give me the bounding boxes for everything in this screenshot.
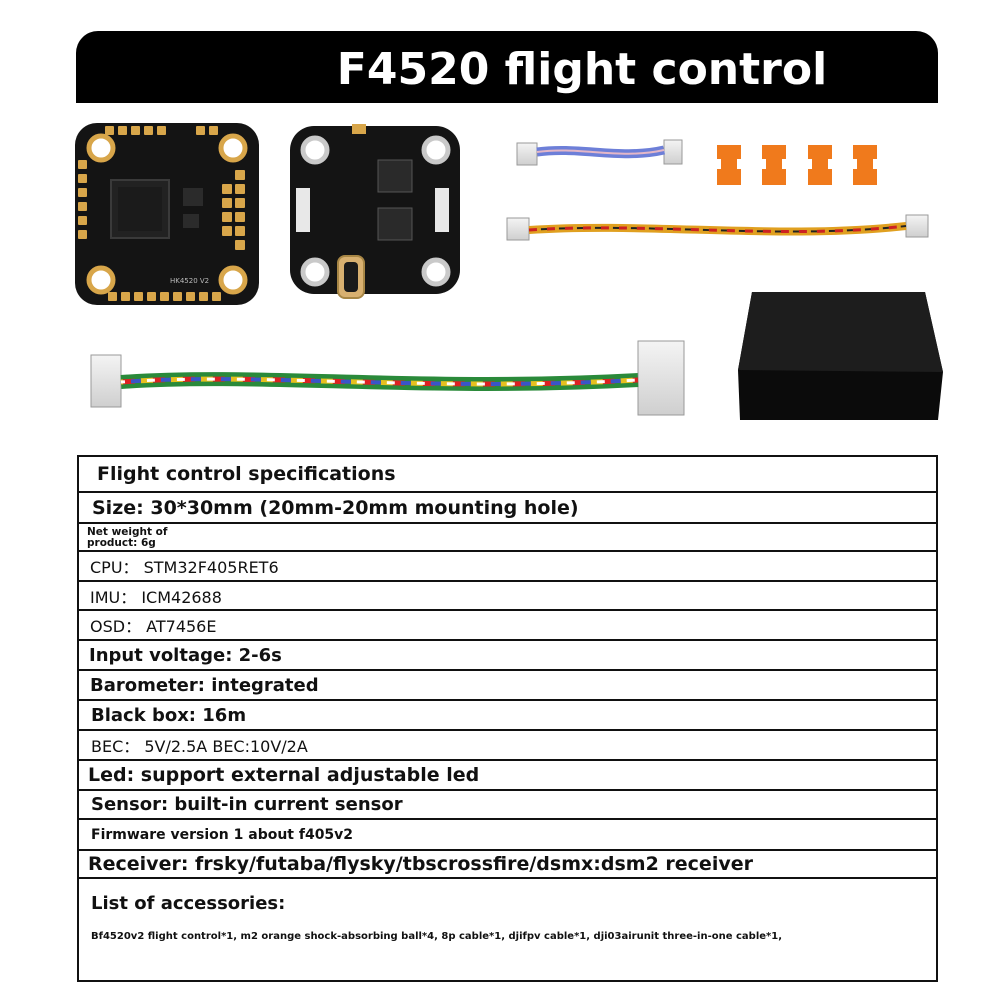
spec-accessories: List of accessories: Bf4520v2 flight con… <box>79 879 936 980</box>
specifications-table: Flight control specifications Size: 30*3… <box>77 455 938 982</box>
accessories-list: Bf4520v2 flight control*1, m2 orange sho… <box>91 931 783 942</box>
spec-barometer: Barometer: integrated <box>79 671 936 701</box>
spec-input-voltage: Input voltage: 2-6s <box>79 641 936 671</box>
twisted-cable-long <box>90 340 685 416</box>
spec-osd: OSD： AT7456E <box>79 611 936 641</box>
spec-size: Size: 30*30mm (20mm-20mm mounting hole) <box>79 493 936 524</box>
spec-bec: BEC： 5V/2.5A BEC:10V/2A <box>79 731 936 761</box>
spec-led: Led: support external adjustable led <box>79 761 936 791</box>
shock-absorbing-balls <box>717 145 877 185</box>
accessories-title: List of accessories: <box>91 893 286 914</box>
twisted-cable-short <box>506 214 929 241</box>
spec-weight-row <box>79 524 936 552</box>
spec-black-box: Black box: 16m <box>79 701 936 731</box>
product-photo: HK4520 V2 <box>75 123 943 420</box>
spec-sensor: Sensor: built-in current sensor <box>79 791 936 820</box>
spec-imu: IMU： ICM42688 <box>79 582 936 611</box>
spec-firmware: Firmware version 1 about f405v2 <box>79 820 936 851</box>
spec-header: Flight control specifications <box>79 457 936 493</box>
spec-receiver: Receiver: frsky/futaba/flysky/tbscrossfi… <box>79 851 936 879</box>
board-silkscreen: HK4520 V2 <box>170 277 209 285</box>
flight-controller-board-bottom <box>290 124 460 299</box>
title-banner: F4520 flight control <box>76 31 938 103</box>
black-box <box>738 292 943 420</box>
spec-weight: Net weight of product: 6g <box>87 526 168 549</box>
flight-controller-board-top: HK4520 V2 <box>75 123 259 305</box>
banner-title: F4520 flight control <box>336 44 828 95</box>
ribbon-cable-8p <box>516 139 683 166</box>
spec-cpu: CPU： STM32F405RET6 <box>79 552 936 582</box>
